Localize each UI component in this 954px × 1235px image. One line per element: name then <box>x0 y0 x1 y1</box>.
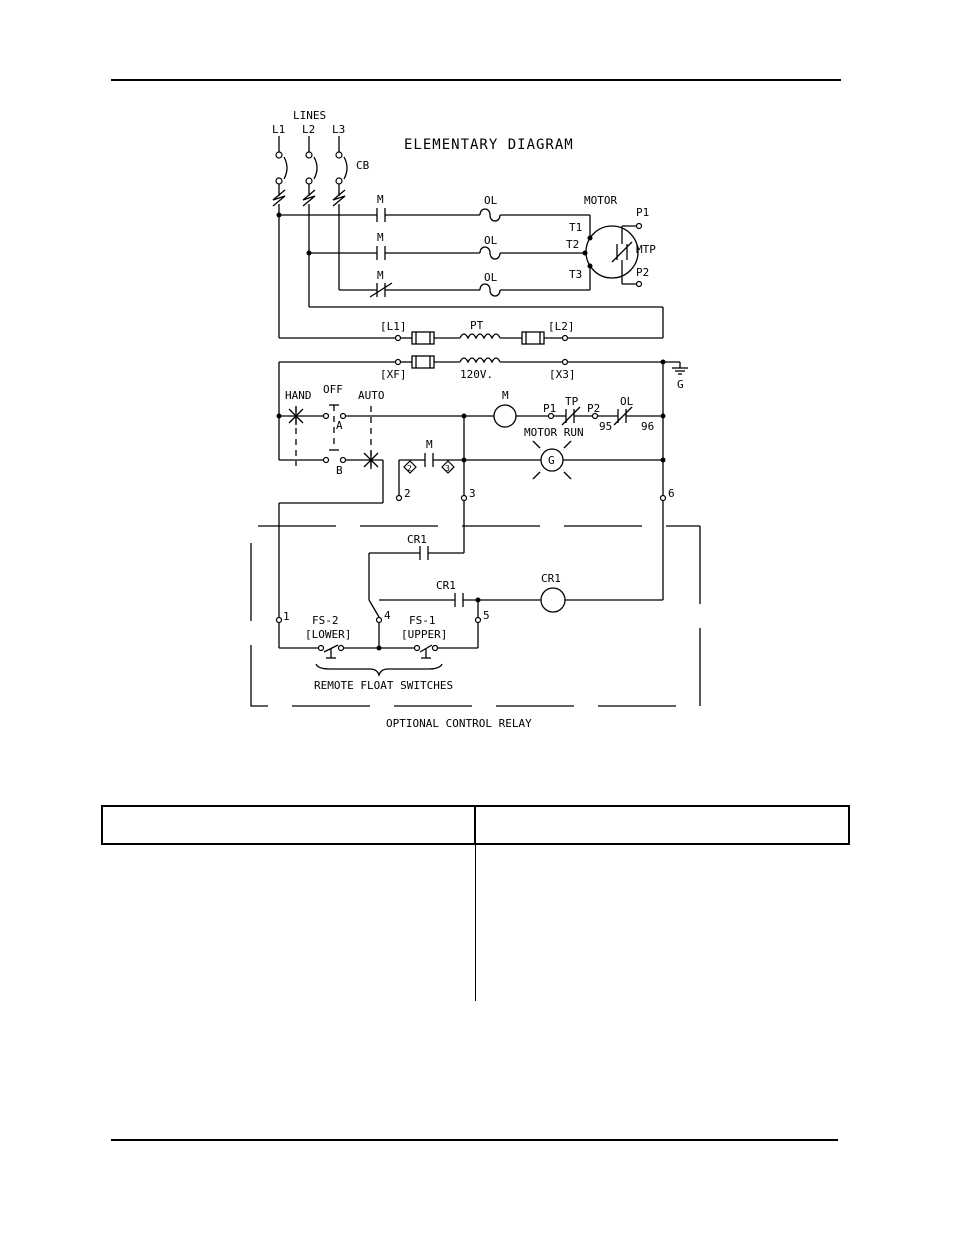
motor-p2-label: P2 <box>636 266 649 279</box>
off-label: OFF <box>323 383 343 396</box>
node-2-label: 2 <box>404 487 411 500</box>
table-header-left <box>101 805 476 845</box>
m-contact-1-label: M <box>377 193 384 206</box>
t2-label: T2 <box>566 238 579 251</box>
ol-1-label: OL <box>484 194 498 207</box>
table-header-right <box>474 805 850 845</box>
t3-label: T3 <box>569 268 582 281</box>
cr1-contact-2-label: CR1 <box>436 579 456 592</box>
line-l1-label: L1 <box>272 123 285 136</box>
pt-voltage-label: 120V. <box>460 368 493 381</box>
line-l3-label: L3 <box>332 123 345 136</box>
tp-p1-label: P1 <box>543 402 556 415</box>
elementary-diagram: ELEMENTARY DIAGRAM LINES L1 L2 L3 CB <box>250 109 701 730</box>
line-l2-label: L2 <box>302 123 315 136</box>
contact-b-label: B <box>336 464 343 477</box>
cr1-contact-1-label: CR1 <box>407 533 427 546</box>
m-coil-label: M <box>502 389 509 402</box>
tp-label: TP <box>565 395 579 408</box>
table-cell-right <box>475 844 849 1001</box>
optional-control-relay-label: OPTIONAL CONTROL RELAY <box>386 717 532 730</box>
hand-label: HAND <box>285 389 312 402</box>
control-circuit <box>276 362 667 617</box>
info-table <box>101 805 850 1001</box>
pt-label: PT <box>470 319 484 332</box>
ol-95-label: 95 <box>599 420 612 433</box>
ol-96-label: 96 <box>641 420 654 433</box>
ol-contact-label: OL <box>620 395 634 408</box>
fs2-name-label: FS-2 <box>312 614 339 627</box>
fs1-position-label: [UPPER] <box>401 628 447 641</box>
node-4-label: 4 <box>384 609 391 622</box>
bottom-rule <box>111 1139 838 1141</box>
m-contact-3-label: M <box>377 269 384 282</box>
auto-label: AUTO <box>358 389 385 402</box>
motor-symbol <box>582 222 643 288</box>
pt-x3-label: [X3] <box>549 368 576 381</box>
aux-3-label: 3 <box>445 464 450 473</box>
cb-label: CB <box>356 159 370 172</box>
m-contact-2-label: M <box>377 231 384 244</box>
circuit-breaker-cb <box>272 136 348 207</box>
diagram-title: ELEMENTARY DIAGRAM <box>404 137 574 153</box>
motor-p1-label: P1 <box>636 206 649 219</box>
pilot-light-label: MOTOR RUN <box>524 426 584 439</box>
mtp-label: MTP <box>636 243 656 256</box>
table-header-row <box>101 805 850 845</box>
tp-p2-label: P2 <box>587 402 600 415</box>
ol-3-label: OL <box>484 271 498 284</box>
fs1-name-label: FS-1 <box>409 614 436 627</box>
aux-2-label: 2 <box>407 464 412 473</box>
node-1-label: 1 <box>283 610 290 623</box>
motor-label: MOTOR <box>584 194 617 207</box>
top-rule <box>111 79 841 81</box>
pt-xf-label: [XF] <box>380 368 407 381</box>
ol-2-label: OL <box>484 234 498 247</box>
node-6-label: 6 <box>668 487 675 500</box>
node-5-label: 5 <box>483 609 490 622</box>
node-3-label: 3 <box>469 487 476 500</box>
pt-l2-label: [L2] <box>548 320 575 333</box>
control-transformer <box>279 331 688 375</box>
m-aux-contact-label: M <box>426 438 433 451</box>
table-cell-left <box>102 844 476 1001</box>
contact-a-label: A <box>336 419 343 432</box>
table-row <box>102 844 849 1001</box>
optional-control-relay <box>250 525 701 707</box>
t1-label: T1 <box>569 221 582 234</box>
pt-l1-label: [L1] <box>380 320 407 333</box>
ground-label: G <box>677 378 684 391</box>
remote-float-switches-label: REMOTE FLOAT SWITCHES <box>314 679 453 692</box>
power-circuit <box>276 204 664 338</box>
lines-label: LINES <box>293 109 326 122</box>
pilot-lamp-label: G <box>548 454 555 467</box>
cr1-coil-label: CR1 <box>541 572 561 585</box>
fs2-position-label: [LOWER] <box>305 628 351 641</box>
